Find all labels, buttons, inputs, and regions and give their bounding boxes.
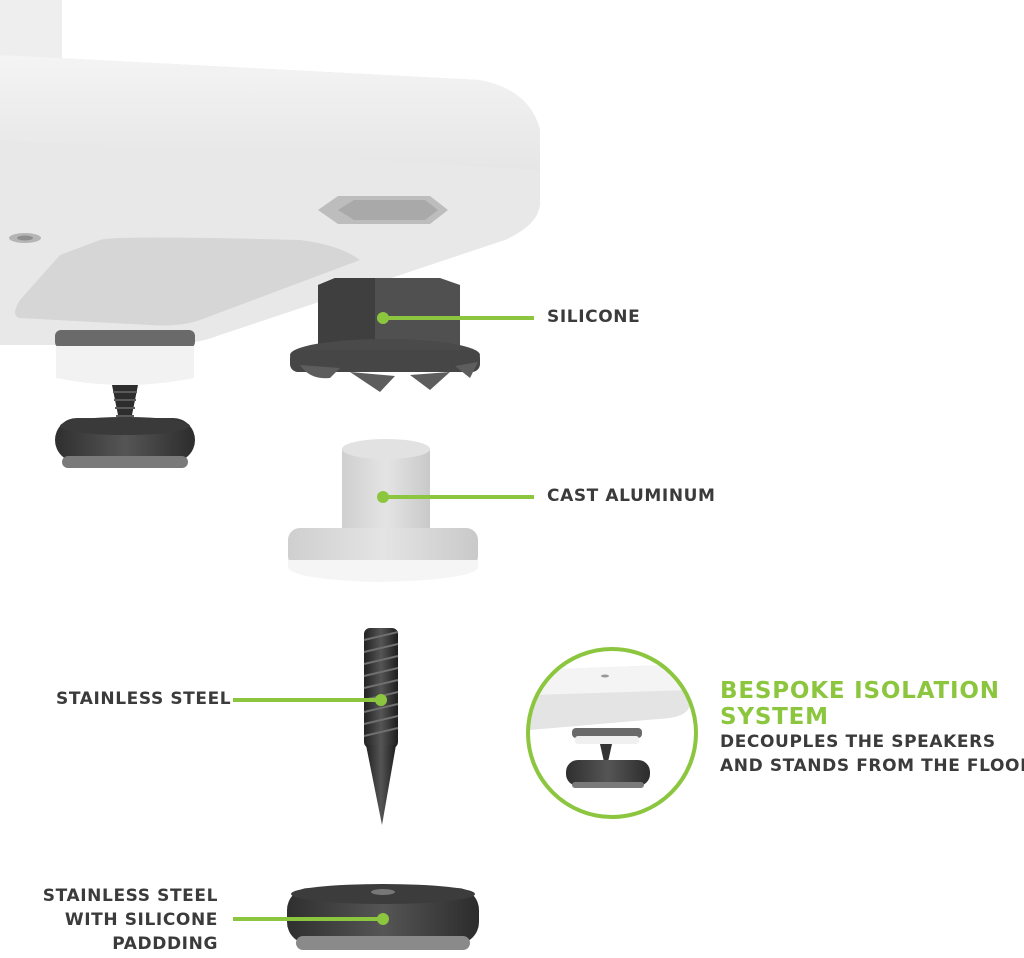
label-cast-aluminum: CAST ALUMINUM [547,486,716,506]
label-steel-pad-line2: WITH SILICONE [64,910,218,930]
label-steel-pad-line1: STAINLESS STEEL [42,886,218,906]
stainless-steel-spike [363,628,399,825]
feature-block: BESPOKE ISOLATION SYSTEM DECOUPLES THE S… [720,678,1024,778]
label-steel-pad: STAINLESS STEEL WITH SILICONE PADDDING [43,884,218,956]
feature-title-line2: SYSTEM [720,704,829,730]
stand-post [0,0,62,60]
mounted-foot-assembly [55,330,195,468]
silicone-part [290,278,480,392]
label-stainless-steel: STAINLESS STEEL [56,689,232,709]
feature-desc-line2: AND STANDS FROM THE FLOOR [720,756,1024,776]
inset-detail-circle [526,647,698,819]
steel-pad [287,884,479,950]
callout-lines [233,312,534,925]
label-silicone: SILICONE [547,307,641,327]
stand-base-plate [0,55,540,345]
feature-title-line1: BESPOKE ISOLATION [720,678,1000,704]
label-steel-pad-line3: PADDDING [112,934,218,954]
cast-aluminum-part [288,439,478,582]
feature-desc-line1: DECOUPLES THE SPEAKERS [720,732,996,752]
